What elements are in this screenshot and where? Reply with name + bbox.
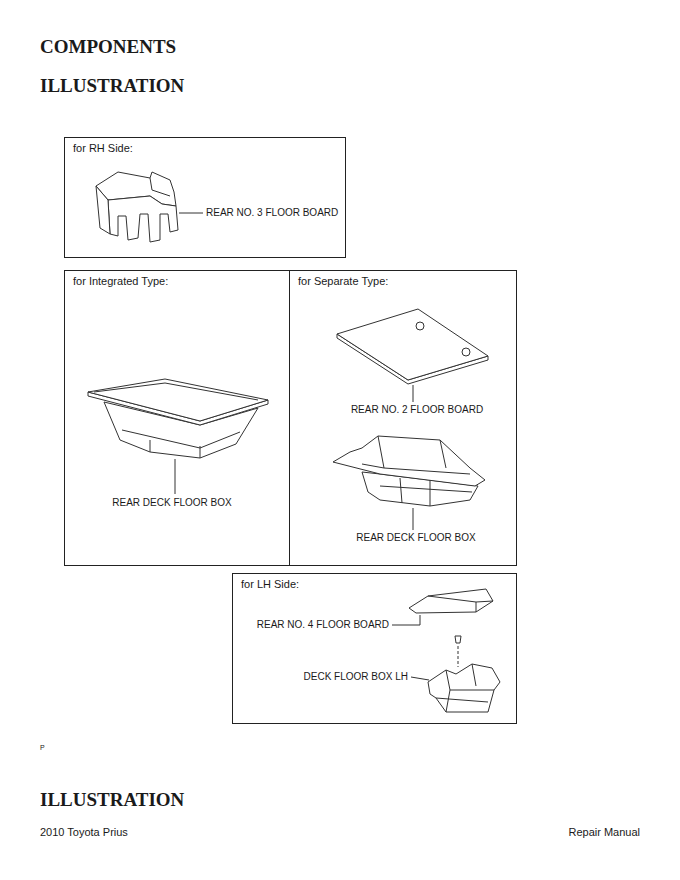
floor-box-illustration	[88, 379, 268, 458]
frame-heading: for Integrated Type:	[65, 272, 176, 291]
board-hole	[416, 322, 424, 330]
floor-box-illustration	[333, 436, 485, 506]
board-face	[108, 196, 178, 242]
box-body	[428, 664, 500, 712]
board-edge	[428, 596, 493, 612]
part-name: REAR DECK FLOOR BOX	[112, 497, 231, 509]
variant-frame: for RH Side:	[64, 137, 346, 258]
part-name: REAR DECK FLOOR BOX	[356, 532, 475, 544]
box-rib	[122, 430, 240, 458]
dashed-leader	[458, 646, 459, 667]
page-title: COMPONENTS	[40, 36, 176, 58]
part-name: REAR NO. 2 FLOOR BOARD	[351, 404, 483, 416]
box-rib	[380, 478, 472, 506]
variant-frame: for Integrated Type:	[64, 270, 290, 566]
leader-line	[413, 385, 414, 402]
leader-line	[413, 508, 414, 530]
leader-line	[175, 459, 176, 494]
box-flange	[333, 436, 485, 486]
section-heading: ILLUSTRATION	[40, 75, 184, 97]
variant-frame: for LH Side:	[232, 573, 517, 724]
leader-line	[411, 677, 429, 680]
part-name: REAR NO. 4 FLOOR BOARD	[257, 619, 389, 631]
frame-heading: for LH Side:	[233, 575, 307, 594]
board-side	[96, 186, 110, 234]
floor-board-illustration	[409, 589, 493, 613]
box-wall	[362, 436, 470, 474]
section-heading: ILLUSTRATION	[40, 789, 184, 811]
part-name: REAR NO. 3 FLOOR BOARD	[206, 207, 338, 219]
floor-board-illustration	[96, 172, 178, 242]
variant-frame: for Separate Type:	[289, 270, 517, 566]
floor-board-illustration	[337, 309, 488, 384]
footer-text: 2010 Toyota Prius	[40, 826, 128, 839]
lid-top	[88, 379, 268, 421]
board-top	[337, 309, 488, 380]
board-edge	[150, 178, 170, 196]
footer-text: Repair Manual	[568, 826, 640, 839]
lid-line	[94, 383, 258, 400]
figure-code: P	[40, 744, 45, 752]
frame-heading: for RH Side:	[65, 139, 141, 158]
board-hole	[462, 348, 470, 356]
box-wall	[436, 664, 494, 712]
part-name: DECK FLOOR BOX LH	[304, 671, 408, 683]
floor-box-illustration	[428, 664, 500, 712]
leader-line	[392, 615, 420, 625]
clip-symbol	[455, 636, 461, 643]
board-top	[409, 589, 493, 613]
frame-heading: for Separate Type:	[290, 272, 396, 291]
leader-line	[179, 213, 203, 214]
